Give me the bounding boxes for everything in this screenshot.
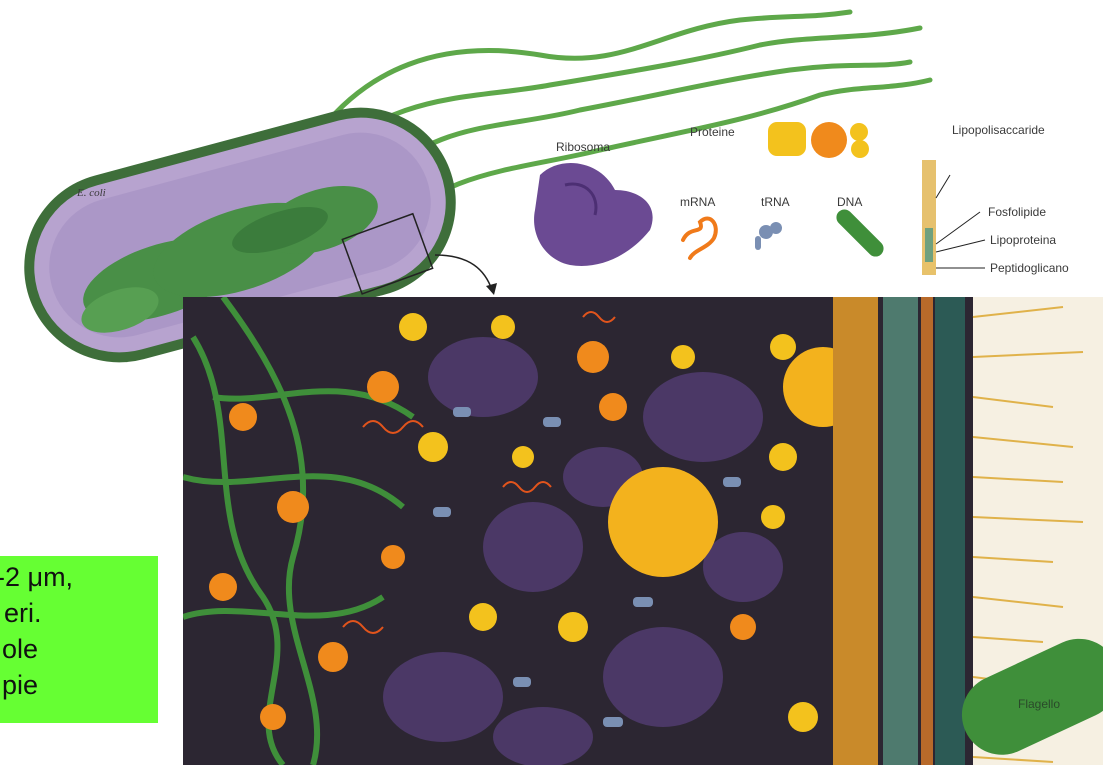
protein-icons bbox=[768, 122, 869, 158]
proteine-label: Proteine bbox=[690, 125, 735, 139]
fosfolipide-label: Fosfolipide bbox=[988, 205, 1046, 219]
lipopolisaccaride-label: Lipopolisaccaride bbox=[952, 123, 1045, 137]
lipoproteina-label: Lipoproteina bbox=[990, 233, 1056, 247]
ribosoma-label: Ribosoma bbox=[556, 140, 610, 154]
large-protein bbox=[608, 467, 718, 577]
dna-icon bbox=[833, 206, 887, 260]
trna-icon bbox=[755, 222, 782, 250]
mrna-icon bbox=[683, 218, 716, 258]
e-coli-label: E. coli bbox=[77, 187, 106, 199]
note-line-3: ole bbox=[2, 634, 38, 665]
membrane-layers-icon bbox=[922, 160, 985, 275]
flagello-label: Flagello bbox=[1018, 697, 1060, 711]
zoom-arrow bbox=[435, 255, 492, 290]
zoom-arrow-head bbox=[486, 283, 497, 295]
trna-label: tRNA bbox=[761, 195, 790, 209]
mrna-label: mRNA bbox=[680, 195, 715, 209]
note-line-4: pie bbox=[2, 670, 38, 701]
cell-interior-illustration bbox=[183, 297, 1103, 765]
note-line-2: eri. bbox=[4, 598, 42, 629]
note-box: -2 μm, eri. ole pie bbox=[0, 556, 158, 723]
cell-envelope-detail-panel bbox=[183, 297, 1103, 765]
dna-label: DNA bbox=[837, 195, 862, 209]
peptidoglicano-label: Peptidoglicano bbox=[990, 261, 1069, 275]
note-line-1: -2 μm, bbox=[0, 562, 73, 593]
ribosome-icon bbox=[534, 163, 653, 266]
